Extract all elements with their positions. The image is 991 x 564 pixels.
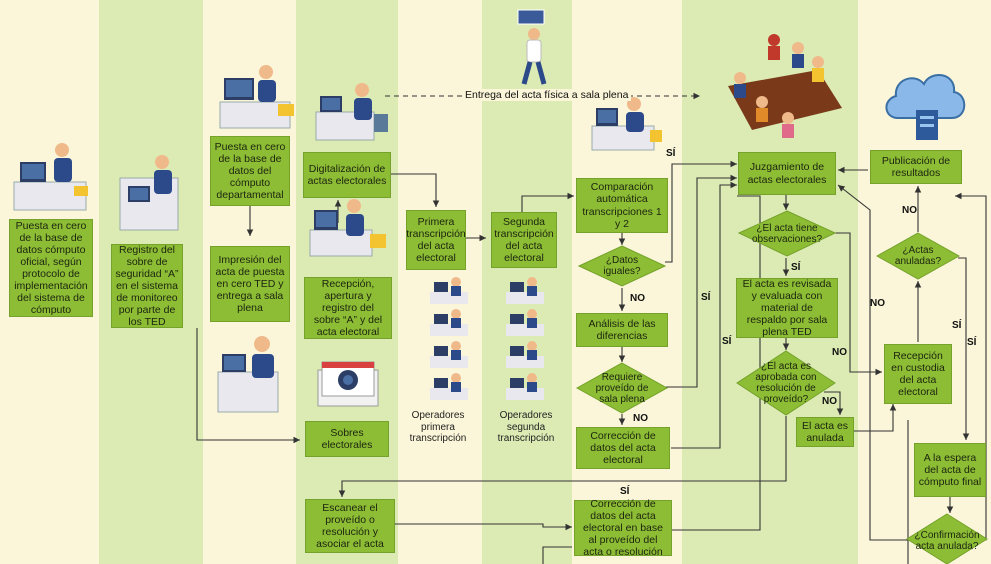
decision-approved-with-ruling-text: ¿El acta es aprobada con resolución de p… xyxy=(755,361,817,405)
decision-has-observations: ¿El acta tiene observaciones? xyxy=(738,210,836,257)
node-await-final-count: A la espera del acta de cómputo final xyxy=(914,443,986,497)
arrow-into-n14 xyxy=(542,546,572,564)
computer-operator-icon xyxy=(430,277,468,400)
node-zero-db-departmental: Puesta en cero de la base de datos del c… xyxy=(210,136,290,206)
computer-operator-icon xyxy=(591,97,662,151)
arrow-n8-n14 xyxy=(395,523,572,531)
arrow-d2-si-n15 xyxy=(666,174,737,388)
label-no-d4: NO xyxy=(822,396,837,407)
node-second-transcription: Segunda transcripción del acta electoral xyxy=(491,212,557,268)
label-no-d2: NO xyxy=(633,413,648,424)
label-si-d5: SÍ xyxy=(952,320,962,331)
physical-delivery-label: Entrega del acta física a sala plena xyxy=(462,89,632,101)
decision-approved-with-ruling: ¿El acta es aprobada con resolución de p… xyxy=(736,350,836,416)
label-si-d4: SÍ xyxy=(620,486,630,497)
computer-operator-icon xyxy=(315,83,388,141)
node-auto-compare: Comparación automática transcripciones 1… xyxy=(576,178,668,233)
caption-operators-second: Operadores segunda transcripción xyxy=(497,410,555,444)
decision-data-equal-text: ¿Datos iguales? xyxy=(603,255,641,277)
label-no-d3: NO xyxy=(832,347,847,358)
caption-operators-first: Operadores primera transcripción xyxy=(409,410,467,444)
arrow-d5-si-n20 xyxy=(958,257,970,440)
walking-person-icon xyxy=(517,9,547,85)
arrow-d3-no-n19 xyxy=(834,232,882,376)
cloud-icon xyxy=(885,74,966,140)
decision-annulled-acts-text: ¿Actas anuladas? xyxy=(894,245,942,267)
node-review-evaluate: El acta es revisada y evaluada con mater… xyxy=(736,278,838,338)
label-si-d6: SÍ xyxy=(967,337,977,348)
node-scan-resolution: Escanear el proveído o resolución y asoc… xyxy=(305,499,395,553)
arrow-d4-no-n17 xyxy=(824,391,844,415)
meeting-table-icon xyxy=(728,34,842,138)
arrow-n17-n19 xyxy=(854,404,897,432)
node-register-envelope-a: Registro del sobre de seguridad “A” en e… xyxy=(111,244,183,328)
arrow-d1-si-n15 xyxy=(665,160,737,263)
decision-has-observations-text: ¿El acta tiene observaciones? xyxy=(751,222,823,245)
node-judge-acts: Juzgamiento de actas electorales xyxy=(738,152,836,195)
decision-annulled-acts: ¿Actas anuladas? xyxy=(876,232,960,280)
arrow-n10-n11 xyxy=(521,192,574,212)
label-no-d5: NO xyxy=(902,205,917,216)
node-correct-data: Corrección de datos del acta electoral xyxy=(576,427,670,469)
label-si-d3: SÍ xyxy=(791,262,801,273)
node-first-transcription: Primera transcripción del acta electoral xyxy=(406,210,466,270)
arrow-d6-no-n15 xyxy=(837,184,908,541)
envelope-icon xyxy=(317,361,379,407)
arrow-n2-n7 xyxy=(196,328,300,444)
node-analyze-differences: Análisis de las diferencias xyxy=(576,313,668,347)
arrow-n5-n9 xyxy=(390,173,440,207)
decision-confirm-annulled-text: ¿Confirmación acta anulada? xyxy=(914,529,980,552)
node-custody-reception: Recepción en custodia del acta electoral xyxy=(884,344,952,404)
node-digitize-acts: Digitalización de actas electorales xyxy=(303,152,391,198)
computer-operator-icon xyxy=(217,336,279,413)
node-act-annulled: El acta es anulada xyxy=(796,417,854,447)
label-si-d2: SÍ xyxy=(701,292,711,303)
label-si-n13: SÍ xyxy=(722,336,732,347)
label-no-d1: NO xyxy=(630,293,645,304)
arrow-d4-si-n8 xyxy=(338,416,787,497)
node-correct-data-resolution: Corrección de datos del acta electoral e… xyxy=(574,498,672,558)
decision-requires-ruling-text: Requiere proveído de sala plena xyxy=(595,371,649,405)
computer-operator-icon xyxy=(506,277,544,400)
label-si-d1: SÍ xyxy=(666,148,676,159)
node-print-zero-act: Impresión del acta de puesta en cero TED… xyxy=(210,246,290,322)
node-receive-open-register: Recepción, apertura y registro del sobre… xyxy=(304,277,392,339)
arrow-n13-n15 xyxy=(671,181,737,449)
computer-operator-icon xyxy=(13,143,88,211)
decision-data-equal: ¿Datos iguales? xyxy=(578,245,666,287)
node-electoral-envelopes: Sobres electorales xyxy=(305,421,389,457)
label-no-d6: NO xyxy=(870,298,885,309)
computer-operator-icon xyxy=(309,199,386,257)
decision-requires-ruling: Requiere proveído de sala plena xyxy=(576,362,668,414)
computer-operator-icon xyxy=(219,65,294,129)
scanner-icon xyxy=(119,155,179,231)
decision-confirm-annulled: ¿Confirmación acta anulada? xyxy=(906,513,988,564)
node-publish-results: Publicación de resultados xyxy=(870,150,962,184)
node-zero-db-official: Puesta en cero de la base de datos cómpu… xyxy=(9,219,93,317)
arrow-n14-n15 xyxy=(672,195,761,531)
